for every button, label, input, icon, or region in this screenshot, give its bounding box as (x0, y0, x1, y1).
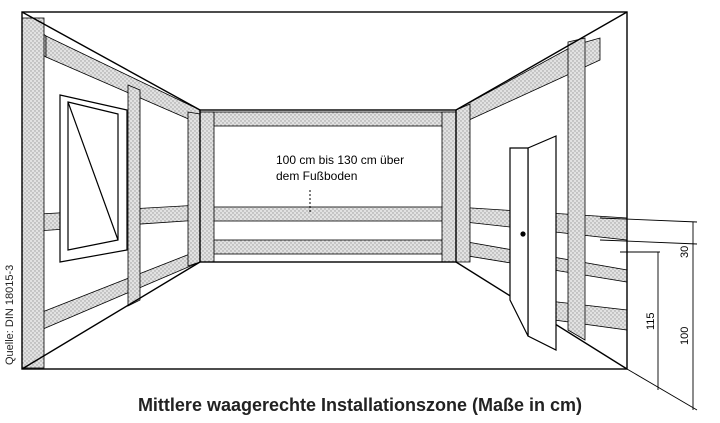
room-outline (21, 11, 628, 370)
door-handle (520, 231, 526, 237)
left-wall-left-vertical (21, 17, 45, 369)
extension-top (599, 217, 698, 223)
back-wall-bottom-zone (199, 239, 457, 255)
left-wall-window-vertical (127, 84, 141, 307)
dim-label-115: 115 (645, 312, 657, 330)
back-wall-middle-zone (199, 206, 457, 222)
back-wall-top-zone (199, 111, 457, 127)
extension-floor (626, 368, 698, 411)
floor-edge-left (21, 261, 201, 370)
figure-caption: Mittlere waagerechte Installationszone (… (137, 395, 583, 415)
zone-annotation-line1: 100 cm bis 130 cm über (276, 153, 405, 167)
dim-label-100: 100 (679, 327, 691, 345)
source-credit: Quelle: DIN 18015-3 (4, 264, 16, 365)
door-leaf (509, 147, 529, 337)
outer-frame (21, 11, 628, 370)
left-wall-corner-vertical (187, 111, 201, 267)
door (509, 135, 557, 351)
zone-annotation-line2: dem Fußboden (276, 169, 358, 183)
ceiling-edge-right (455, 11, 628, 111)
installation-zones (21, 17, 628, 369)
left-wall-bottom-zone (21, 249, 201, 339)
back-wall-outline (199, 109, 457, 263)
extension-mid (599, 239, 698, 245)
zone-annotation: 100 cm bis 130 cm über dem Fußboden (276, 152, 466, 184)
back-wall-left-vertical (199, 111, 215, 263)
ceiling-edge-left (21, 11, 201, 111)
door-frame (527, 135, 557, 351)
window (59, 94, 128, 263)
dim-label-30: 30 (679, 246, 691, 258)
back-wall-right-vertical (441, 111, 457, 263)
right-wall-right-vertical (567, 37, 586, 341)
dimension-lines (599, 217, 698, 411)
